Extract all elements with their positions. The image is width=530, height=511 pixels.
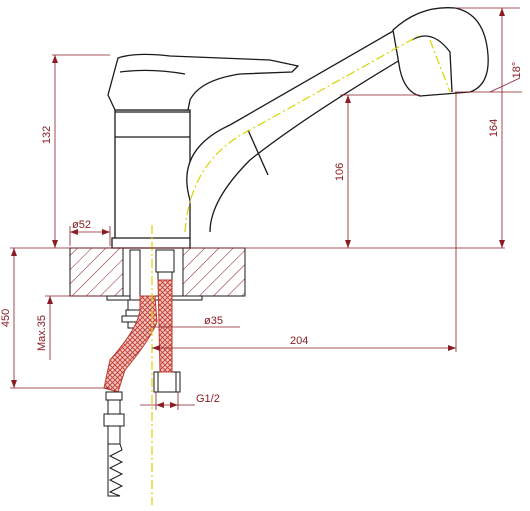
dim-thread: G1/2 (196, 393, 220, 405)
dim-overall-450: 450 (0, 309, 12, 327)
dim-hole-diameter: ø35 (204, 315, 223, 327)
dim-tilt-angle: 18° (511, 62, 523, 79)
faucet-body (107, 7, 489, 249)
dim-total-height: 164 (488, 119, 500, 137)
dim-height-body: 132 (41, 126, 53, 144)
dimension-labels: 132 ø52 106 164 18° 450 Max.35 ø35 204 G… (0, 62, 523, 405)
dim-diameter-base: ø52 (72, 219, 91, 231)
dimension-arrows (11, 8, 505, 408)
dimension-lines (10, 7, 522, 410)
dim-spout-reach-height: 106 (334, 163, 346, 181)
dim-max-thickness: Max.35 (36, 315, 48, 351)
flex-hose-end (103, 391, 125, 497)
centerlines (151, 34, 451, 505)
braided-hoses (103, 279, 173, 393)
dim-spout-reach: 204 (290, 335, 308, 347)
